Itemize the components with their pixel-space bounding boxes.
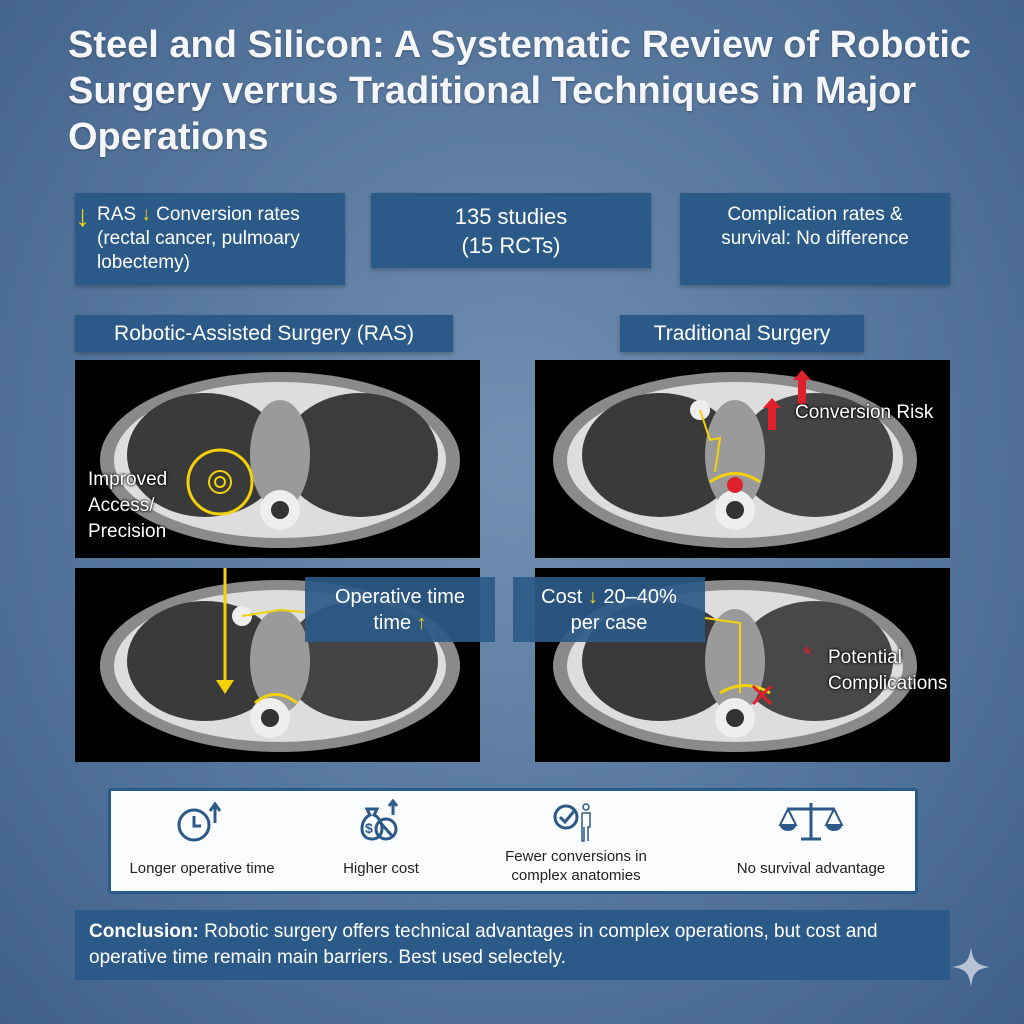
down-arrow-icon: ↓ xyxy=(141,204,151,225)
up-arrow-icon: ↑ xyxy=(416,611,427,634)
down-arrow-icon: ↓ xyxy=(587,585,598,608)
stat-line: Complication rates & xyxy=(727,204,903,225)
summary-item: Fewer conversions in complex anatomies xyxy=(471,799,681,885)
label-conversion-risk: Conversion Risk xyxy=(795,402,934,423)
stat-text: Conversion rates (rectal cancer, pulmoar… xyxy=(97,204,300,273)
stat-label: RAS xyxy=(97,204,137,225)
check-person-icon xyxy=(553,803,591,842)
stat-line: (15 RCTs) xyxy=(461,232,561,258)
overlay-cost: Cost ↓ 20–40% per case xyxy=(513,577,705,642)
stat-box-conversion: ↓ RAS ↓ Conversion rates (rectal cancer,… xyxy=(75,193,345,285)
overlay-operative-time: Operative time time ↑ xyxy=(305,577,495,642)
stat-box-outcomes: Complication rates & survival: No differe… xyxy=(680,193,950,285)
ct-scan-ras-top xyxy=(75,360,480,558)
sparkle-icon xyxy=(952,947,990,987)
page-title: Steel and Silicon: A Systematic Review o… xyxy=(68,24,972,158)
conclusion-text: Robotic surgery offers technical advanta… xyxy=(89,921,878,968)
summary-item: Longer operative time xyxy=(117,799,287,878)
summary-item: $ Higher cost xyxy=(301,799,461,878)
svg-text:$: $ xyxy=(365,820,373,836)
stat-line: 135 studies xyxy=(454,203,568,229)
conclusion-box: Conclusion: Robotic surgery offers techn… xyxy=(75,910,950,980)
down-arrow-icon: ↓ xyxy=(75,200,90,233)
clock-up-icon xyxy=(177,801,222,842)
conclusion-label: Conclusion: xyxy=(89,921,199,942)
ct-scan-traditional-top xyxy=(535,360,950,558)
section-header-traditional: Traditional Surgery xyxy=(620,315,864,352)
svg-text:*: * xyxy=(803,642,812,667)
stat-line: survival: No difference xyxy=(721,228,909,249)
summary-icon-bar: Longer operative time $ Higher cost Fewe… xyxy=(108,788,918,894)
money-bag-icon: $ xyxy=(360,799,399,841)
section-header-ras: Robotic-Assisted Surgery (RAS) xyxy=(75,315,453,352)
stat-box-studies: 135 studies (15 RCTs) xyxy=(371,193,651,268)
summary-item: No survival advantage xyxy=(711,799,911,878)
scale-icon xyxy=(778,803,844,841)
